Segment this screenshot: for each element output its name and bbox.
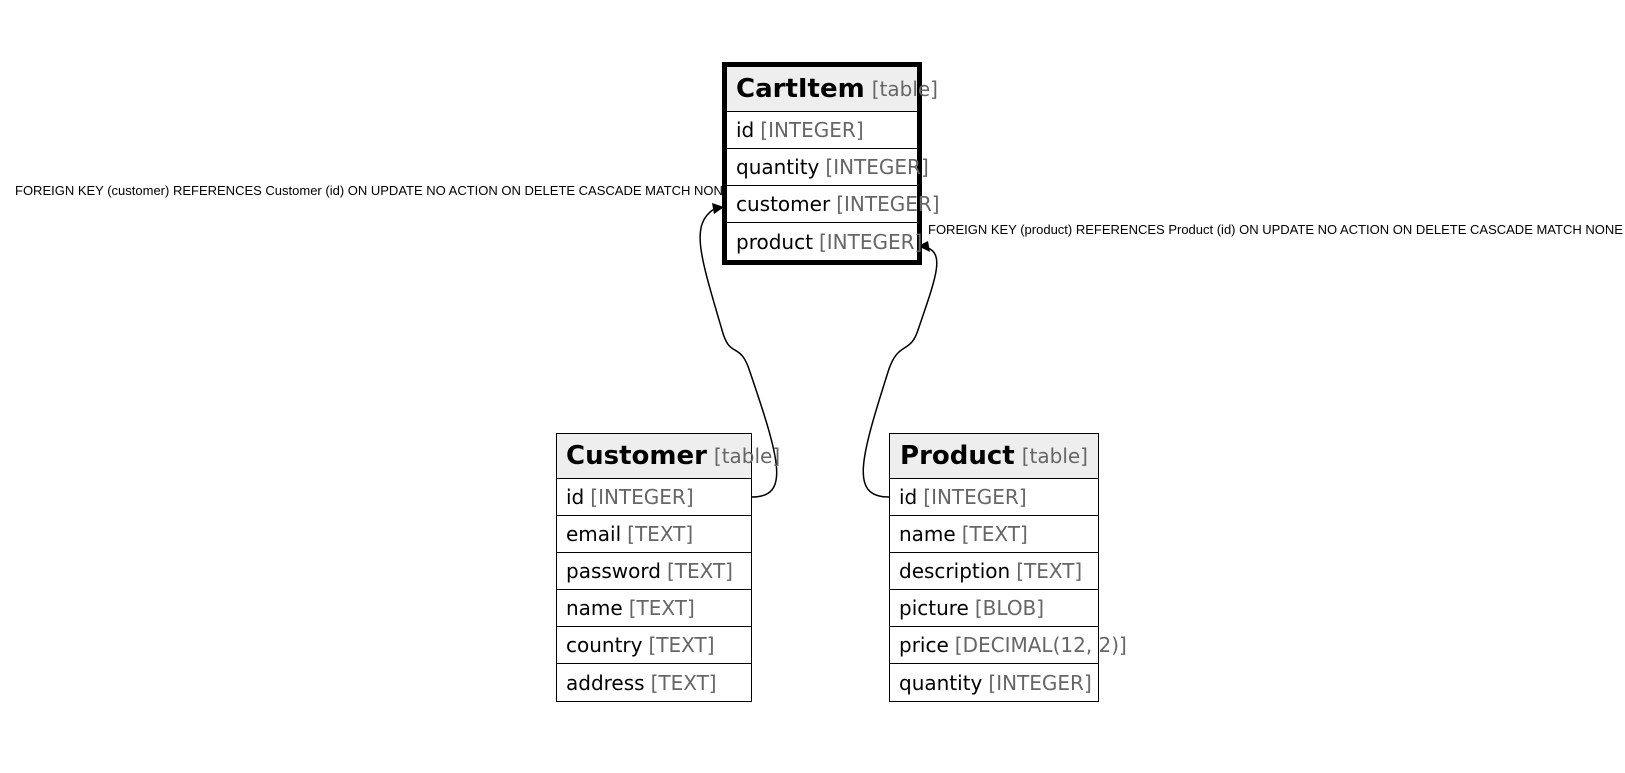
column-type: [INTEGER] xyxy=(590,485,694,509)
column-row[interactable]: quantity [INTEGER] xyxy=(890,664,1098,701)
fk-label-product: FOREIGN KEY (product) REFERENCES Product… xyxy=(928,222,1623,237)
column-row[interactable]: name [TEXT] xyxy=(890,516,1098,553)
column-name: email xyxy=(566,522,622,546)
column-type: [TEXT] xyxy=(648,633,715,657)
column-type: [INTEGER] xyxy=(825,155,929,179)
table-customer[interactable]: Customer [table] id [INTEGER] email [TEX… xyxy=(556,433,780,702)
table-title: Product xyxy=(900,441,1015,471)
column-type: [INTEGER] xyxy=(836,192,940,216)
column-name: quantity xyxy=(736,155,820,179)
column-row[interactable]: price [DECIMAL(12, 2)] xyxy=(890,627,1127,664)
column-row[interactable]: email [TEXT] xyxy=(557,516,751,553)
table-header: Customer [table] xyxy=(557,434,780,479)
column-type: [TEXT] xyxy=(961,522,1028,546)
column-type: [TEXT] xyxy=(650,670,717,695)
column-row[interactable]: product [INTEGER] xyxy=(727,223,922,260)
column-name: picture xyxy=(899,596,969,620)
table-title: CartItem xyxy=(736,74,865,104)
column-row[interactable]: name [TEXT] xyxy=(557,590,751,627)
column-row[interactable]: id [INTEGER] xyxy=(557,479,751,516)
table-cartitem[interactable]: CartItem [table] id [INTEGER] quantity [… xyxy=(722,62,940,265)
column-row[interactable]: picture [BLOB] xyxy=(890,590,1098,627)
column-name: quantity xyxy=(899,670,983,695)
column-name: id xyxy=(566,485,585,509)
column-type: [INTEGER] xyxy=(818,229,923,254)
column-type: [DECIMAL(12, 2)] xyxy=(954,633,1127,657)
column-name: id xyxy=(736,118,755,142)
column-type: [INTEGER] xyxy=(988,670,1092,695)
table-title: Customer xyxy=(566,441,707,471)
column-name: customer xyxy=(736,192,831,216)
table-product[interactable]: Product [table] id [INTEGER] name [TEXT]… xyxy=(889,433,1127,702)
column-type: [TEXT] xyxy=(666,559,733,583)
table-kind: [table] xyxy=(713,444,781,468)
column-name: price xyxy=(899,633,949,657)
column-row[interactable]: id [INTEGER] xyxy=(890,479,1098,516)
column-type: [TEXT] xyxy=(1016,559,1083,583)
column-type: [INTEGER] xyxy=(760,118,864,142)
column-name: address xyxy=(566,670,645,695)
fk-arrowhead-customer xyxy=(712,203,724,214)
fk-edge-product xyxy=(862,247,938,498)
table-kind: [table] xyxy=(871,77,938,101)
column-row[interactable]: description [TEXT] xyxy=(890,553,1098,590)
column-type: [INTEGER] xyxy=(923,485,1027,509)
fk-arrowhead-product xyxy=(918,241,930,252)
column-type: [BLOB] xyxy=(974,596,1045,620)
column-name: description xyxy=(899,559,1011,583)
column-row[interactable]: password [TEXT] xyxy=(557,553,751,590)
column-name: id xyxy=(899,485,918,509)
column-row[interactable]: quantity [INTEGER] xyxy=(727,149,929,186)
column-row[interactable]: id [INTEGER] xyxy=(727,112,917,149)
table-kind: [table] xyxy=(1021,444,1088,468)
column-row[interactable]: customer [INTEGER] xyxy=(727,186,940,223)
column-name: product xyxy=(736,229,813,254)
table-header: Product [table] xyxy=(890,434,1098,479)
column-type: [TEXT] xyxy=(628,596,695,620)
table-header: CartItem [table] xyxy=(727,67,938,112)
column-name: password xyxy=(566,559,661,583)
column-name: name xyxy=(566,596,623,620)
column-type: [TEXT] xyxy=(627,522,694,546)
fk-label-customer: FOREIGN KEY (customer) REFERENCES Custom… xyxy=(15,183,732,198)
column-row[interactable]: address [TEXT] xyxy=(557,664,751,701)
column-name: name xyxy=(899,522,956,546)
column-name: country xyxy=(566,633,643,657)
column-row[interactable]: country [TEXT] xyxy=(557,627,751,664)
fk-edge-customer xyxy=(699,208,778,498)
